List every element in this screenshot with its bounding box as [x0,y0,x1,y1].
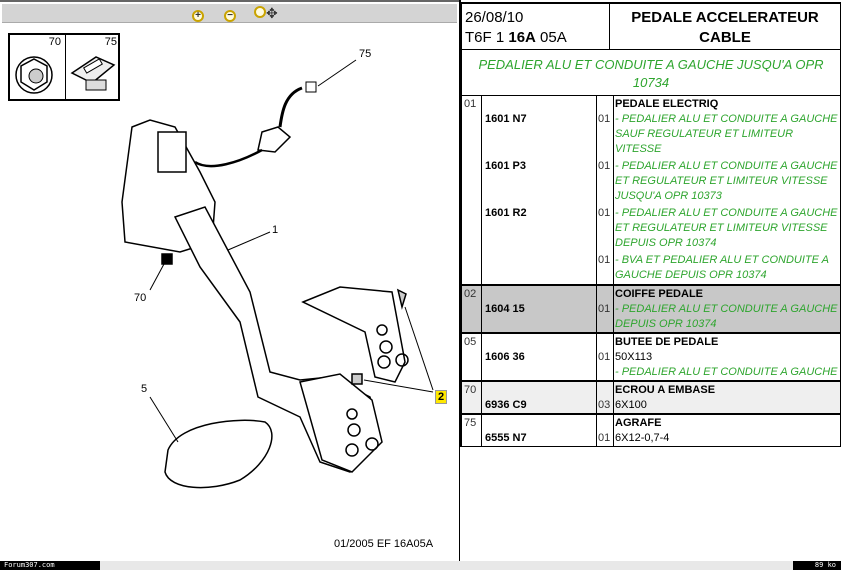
code-suffix: 05A [535,29,567,46]
zoom-toolbar: + − ✥ [2,4,457,23]
clip-icon [70,56,116,91]
part-title: AGRAFE [615,417,662,429]
zoom-in-icon[interactable]: + [192,5,204,22]
code-bold: 16A [508,29,536,46]
page-title: PEDALE ACCELERATEUR CABLE [609,2,841,50]
row-number: 02 [462,286,482,332]
part-ref[interactable]: 1601 P3 [485,160,526,172]
diagram-panel: + − ✥ 70 75 75 1 70 5 2 01/2005 EF 16A05… [0,0,459,550]
part-title: PEDALE ELECTRIQ [615,98,719,110]
zoom-pan-icon[interactable]: ✥ [254,5,278,22]
header-date-code: 26/08/10 T6F 1 16A 05A [461,2,610,50]
part-ref[interactable]: 6936 C9 [485,399,527,411]
part-desc: - PEDALIER ALU ET CONDUITE A GAUCHE ET R… [615,207,838,249]
inset-number: 75 [104,36,117,48]
part-ref[interactable]: 1601 N7 [485,113,527,125]
table-row[interactable]: 01 1601 N7 1601 P3 1601 R2 01 01 01 01 P… [461,96,841,285]
page-subtitle: PEDALIER ALU ET CONDUITE A GAUCHE JUSQU'… [461,49,841,96]
qty: 03 [598,399,611,411]
file-size: 89 ko [793,561,841,570]
part-title: COIFFE PEDALE [615,288,704,300]
row-number: 05 [462,334,482,380]
part-spec: 50X113 [615,351,653,363]
row-number: 70 [462,382,482,413]
inset-clip: 75 [66,35,121,99]
row-number: 75 [462,415,482,446]
part-desc: - BVA ET PEDALIER ALU ET CONDUITE A GAUC… [615,254,829,281]
table-row[interactable]: 75 6555 N7 01 AGRAFE 6X12-0,7-4 [461,414,841,447]
inset-nut: 70 [10,35,66,99]
part-desc: - PEDALIER ALU ET CONDUITE A GAUCHE ET R… [615,160,838,202]
part-ref[interactable]: 6555 N7 [485,432,527,444]
qty: 01 [598,113,611,125]
part-spec: 6X100 [615,399,647,411]
site-brand: Forum307.com [0,561,100,570]
status-bar [0,561,841,570]
parts-list: 26/08/10 T6F 1 16A 05A PEDALE ACCELERATE… [460,0,841,447]
header-code: T6F 1 16A 05A [465,28,606,48]
qty: 01 [598,303,611,315]
parts-inset: 70 75 [8,33,120,101]
callout-5[interactable]: 5 [141,383,148,395]
callout-70[interactable]: 70 [134,292,147,304]
part-ref[interactable]: 1606 36 [485,351,525,363]
qty-cell: 01 01 01 01 [597,96,614,284]
callout-2[interactable]: 2 [435,390,448,404]
pedal-exploded-drawing [121,59,434,489]
part-ref[interactable]: 1604 15 [485,303,525,315]
row-number: 01 [462,96,482,284]
zoom-out-icon[interactable]: − [224,5,236,22]
part-title: ECROU A EMBASE [615,384,716,396]
ref-cell: 1601 N7 1601 P3 1601 R2 [482,96,597,284]
nut-icon [15,56,53,94]
part-title: BUTEE DE PEDALE [615,336,719,348]
qty: 01 [598,207,611,219]
inset-number: 70 [48,36,61,48]
qty: 01 [598,351,611,363]
part-desc: - PEDALIER ALU ET CONDUITE A GAUCHE SAUF… [615,113,838,155]
qty: 01 [598,432,611,444]
header-date: 26/08/10 [465,9,524,26]
part-spec: 6X12-0,7-4 [615,432,670,444]
table-row[interactable]: 02 1604 15 01 COIFFE PEDALE - PEDALIER AL… [461,285,841,333]
panel-divider [459,0,460,563]
code-prefix: T6F 1 [465,29,509,46]
table-row[interactable]: 05 1606 36 01 BUTEE DE PEDALE 50X113 - PED… [461,333,841,381]
callout-75[interactable]: 75 [359,48,372,60]
qty: 01 [598,254,611,266]
drawing-reference: 01/2005 EF 16A05A [334,538,434,550]
callout-1[interactable]: 1 [272,224,279,236]
desc-cell: PEDALE ELECTRIQ - PEDALIER ALU ET CONDUI… [614,96,841,284]
table-row[interactable]: 70 6936 C9 03 ECROU A EMBASE 6X100 [461,381,841,414]
qty: 01 [598,160,611,172]
part-desc: - PEDALIER ALU ET CONDUITE A GAUCHE DEPU… [615,303,838,330]
part-ref[interactable]: 1601 R2 [485,207,527,219]
part-desc: - PEDALIER ALU ET CONDUITE A GAUCHE [615,366,838,378]
